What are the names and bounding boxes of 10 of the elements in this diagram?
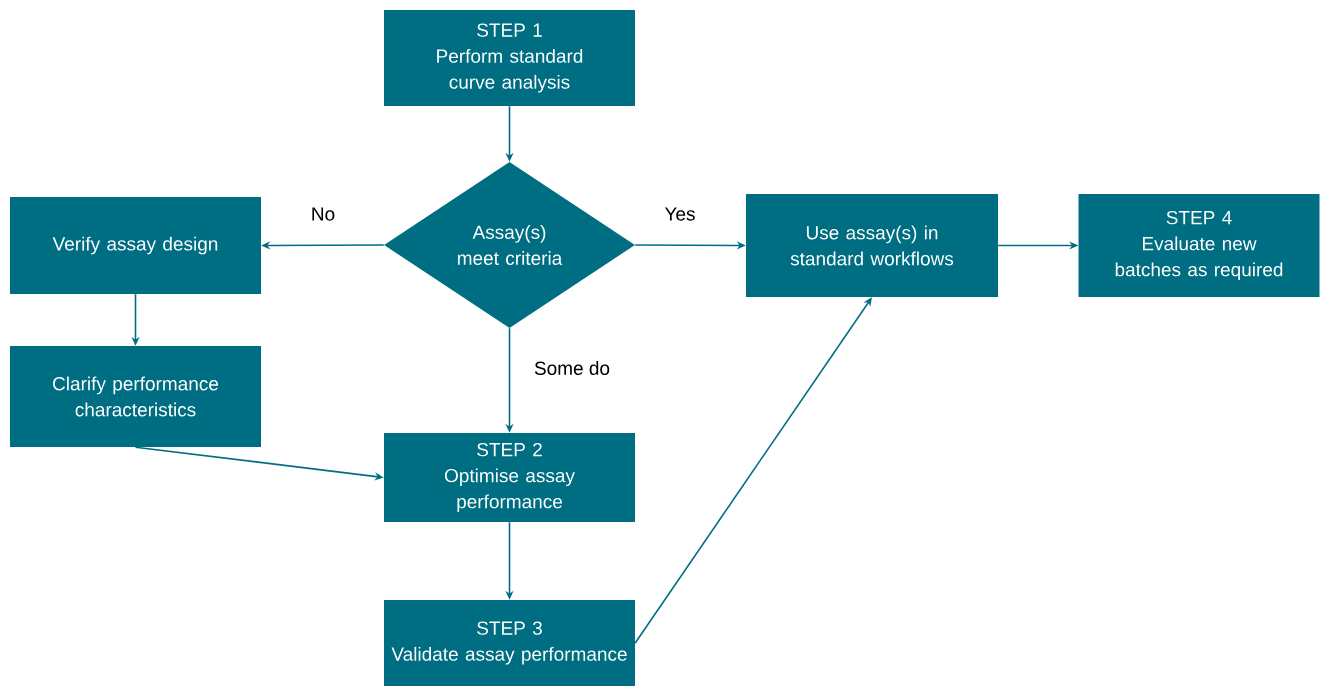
process-box: STEP 2 Optimise assay performance: [384, 433, 635, 522]
process-box: STEP 1 Perform standard curve analysis: [384, 10, 635, 106]
edge-label: Yes: [664, 207, 695, 221]
process-box: Verify assay design: [10, 197, 261, 294]
edge-label: No: [312, 207, 335, 221]
edge-label: Some do: [534, 361, 610, 375]
process-box: Use assay(s) in standard workflows: [746, 194, 998, 297]
process-box: STEP 3 Validate assay performance: [384, 600, 635, 686]
process-box: STEP 4 Evaluate new batches as required: [1078, 194, 1320, 297]
process-box: Clarify performance characteristics: [10, 346, 261, 447]
